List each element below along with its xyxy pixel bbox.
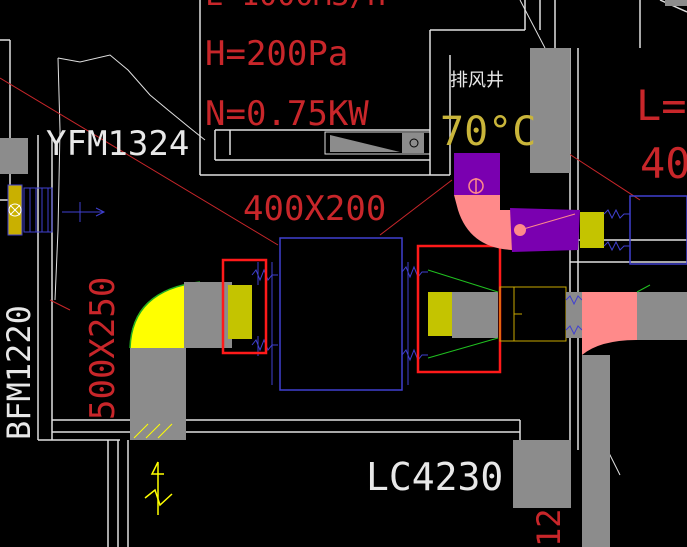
- label-duct-size-top: 400X200: [243, 189, 386, 229]
- transition-lines: [427, 269, 499, 359]
- flexible-connector-left: [228, 285, 252, 339]
- vibration-isolator-upper: [603, 208, 630, 252]
- bfm-unit-frame: [23, 187, 53, 233]
- column-top-right: [665, 0, 687, 6]
- duct-vertical-right: [582, 355, 610, 547]
- label-left-unit: BFM1220: [0, 305, 38, 440]
- duct-hatch: [133, 423, 173, 439]
- column-left: [0, 138, 28, 174]
- flexible-connector-right: [428, 292, 452, 336]
- label-temperature: 70°C: [440, 109, 536, 155]
- vibration-isolator-right: [401, 265, 428, 362]
- damper-blade: [330, 135, 400, 152]
- wall-diagonal: [519, 0, 546, 49]
- label-right-partial-400: 400: [640, 139, 687, 188]
- wall-damper-frame: [324, 131, 431, 155]
- purple-transition: [510, 208, 580, 252]
- label-airflow-partial: L=1000M3/H: [205, 0, 386, 13]
- hatch-boundary: [57, 54, 206, 141]
- duct-vertical-left: [130, 348, 186, 440]
- duct-horizontal-left: [184, 282, 232, 348]
- bfm-unit-grille: [29, 188, 49, 232]
- label-pressure: H=200Pa: [205, 34, 348, 74]
- power-arrow-icon: [144, 461, 173, 515]
- duct-horizontal-far-right: [637, 292, 687, 340]
- label-duct-size-left: 500X250: [83, 277, 123, 420]
- hatch-boundary-left: [54, 57, 61, 301]
- duct-stub: [566, 292, 582, 338]
- label-exhaust-shaft: 排风井: [450, 70, 504, 91]
- label-right-partial-L: L=: [636, 81, 687, 130]
- damper-spring: [565, 295, 583, 336]
- fire-damper-icon: [499, 286, 567, 342]
- airflow-arrow-icon: [62, 202, 106, 222]
- cabinet-fan-box: [279, 237, 403, 391]
- label-bottom-unit: LC4230: [366, 455, 503, 499]
- leader-lines: [0, 77, 641, 311]
- upper-right-unit: [629, 195, 687, 265]
- column-bottom: [513, 440, 571, 508]
- label-power: N=0.75KW: [205, 94, 369, 134]
- fan-icon: [8, 203, 22, 217]
- pink-elbow-fitting: [454, 195, 512, 250]
- damper-actuator-icon: [409, 138, 419, 148]
- highlight-box-left: [221, 258, 268, 355]
- label-fan-unit: YFM1324: [46, 124, 189, 164]
- exhaust-shaft-block: [530, 48, 570, 173]
- yellow-elbow-fitting: [130, 282, 200, 348]
- damper-actuator: [402, 133, 424, 153]
- pink-tee-fitting: [582, 292, 637, 340]
- duct-horizontal-right: [452, 292, 498, 338]
- label-bottom-right-partial: 12: [530, 508, 568, 547]
- flexible-connector-upper: [580, 212, 604, 248]
- purple-riser-fitting: [454, 153, 500, 195]
